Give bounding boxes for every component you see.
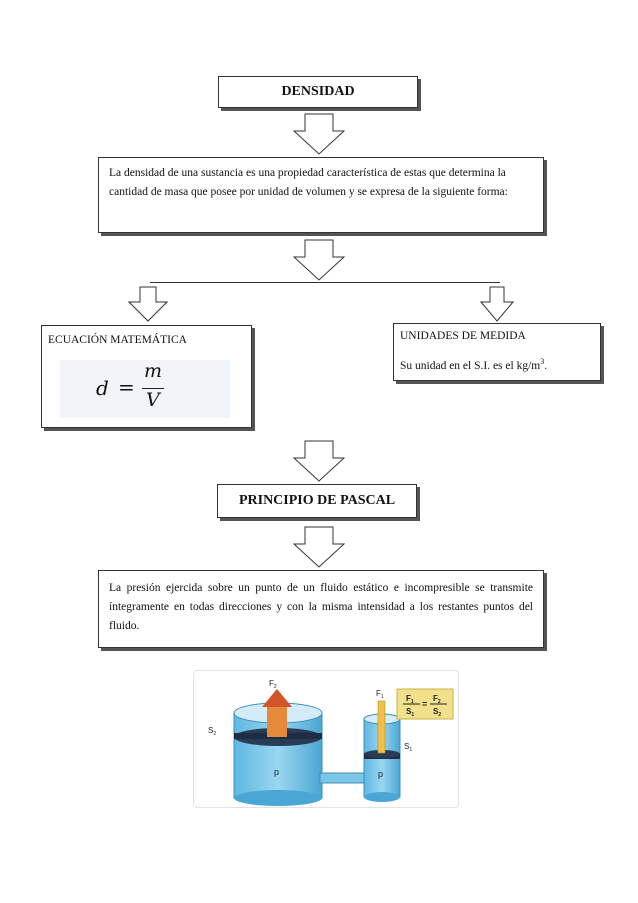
units-exponent: 3 [540,357,545,366]
down-arrow-icon [128,286,168,322]
pascal-description: La presión ejercida sobre un punto de un… [109,582,533,632]
down-arrow-icon [293,239,345,281]
p-left-label: p [274,767,279,777]
formula-f1: F1 [406,694,414,705]
equation-numerator: m [144,360,163,382]
density-title-box: DENSIDAD [218,76,418,108]
units-box: UNIDADES DE MEDIDA Su unidad en el S.I. … [393,323,601,381]
down-arrow-icon [293,440,345,482]
down-arrow-icon [293,526,345,568]
formula-f2: F2 [433,694,441,705]
s2-label: S2 [208,726,216,737]
fraction-bar [142,388,164,389]
equation-box: ECUACIÓN MATEMÁTICA d = m V [41,325,252,428]
pascal-title-box: PRINCIPIO DE PASCAL [217,484,417,518]
equation-lhs: d [96,376,109,400]
units-label: UNIDADES DE MEDIDA [400,330,526,342]
density-title: DENSIDAD [281,84,355,99]
f2-label: F2 [269,679,277,690]
down-arrow-icon [480,286,514,322]
s1-label: S1 [404,742,412,753]
connector-line [150,282,500,283]
units-end: . [544,359,548,372]
p-right-label: p [378,769,383,779]
pascal-description-box: La presión ejercida sobre un punto de un… [98,570,544,648]
equation-equals: = [118,375,135,399]
pascal-title: PRINCIPIO DE PASCAL [238,493,396,508]
f1-label: F1 [376,689,384,700]
formula-s1: S1 [406,707,414,718]
equation-label: ECUACIÓN MATEMÁTICA [48,334,187,346]
down-arrow-icon [293,113,345,155]
equation-formula: d = m V [60,360,230,418]
formula-equals: = [422,699,427,709]
equation-denominator: V [146,389,160,411]
units-text-line: Su unidad en el S.I. es el kg/m3. [400,352,594,376]
density-description-box: La densidad de una sustancia es una prop… [98,157,544,233]
hydraulic-press-illustration: F2 F1 S2 S1 p p F1 S1 = F2 S2 [193,670,459,808]
hydraulic-press-drawing: F2 F1 S2 S1 p p F1 S1 = F2 S2 [208,679,454,806]
units-text: Su unidad en el S.I. es el kg/m [400,359,541,372]
density-description: La densidad de una sustancia es una prop… [109,167,508,198]
formula-s2: S2 [433,707,441,718]
